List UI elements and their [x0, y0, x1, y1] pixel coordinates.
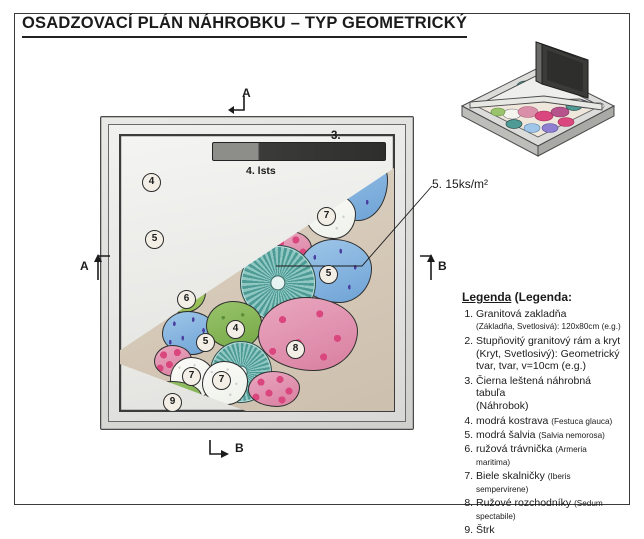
planting-bed: 4 5 7 5 6 4 5 8 7 7 9 4. lsts — [119, 134, 395, 412]
marker-4-mid: 4 — [226, 320, 245, 339]
section-marker-a-top-arrow — [228, 96, 245, 114]
marker-8: 8 — [286, 340, 305, 359]
marker-7-bottom-a: 7 — [182, 367, 201, 386]
legend-item-detail: (Sedum spectabile) — [476, 499, 603, 522]
plant-group-sedum-large — [258, 297, 358, 371]
legend-title-rest: (Legenda: — [511, 290, 573, 304]
iso-cover-wedge — [469, 74, 603, 111]
legend-item-detail: (Kryt, Svetlosivý): Geometrický tvar, tv… — [476, 347, 620, 373]
legend-item-name: Granitová zakladňa — [476, 307, 567, 320]
section-marker-b-right-label: B — [438, 259, 447, 273]
legend: Legenda (Legenda: Granitová zakladňa (Zá… — [462, 290, 622, 539]
section-marker-b-right-arrow — [420, 254, 435, 280]
legend-item-name: Ružové rozchodníky — [476, 497, 572, 510]
iso-headstone — [535, 41, 589, 99]
legend-item: ružová trávnička (Armeria maritima) — [476, 443, 622, 469]
section-marker-b-bottom-arrow — [209, 440, 229, 458]
legend-item: modrá šalvia (Salvia nemorosa) — [476, 429, 622, 442]
legend-item-name: ružová trávnička — [476, 443, 553, 456]
legend-list: Granitová zakladňa (Základňa, Svetlosivá… — [462, 308, 622, 538]
callout-festuca-count: 4. lsts — [246, 165, 276, 177]
marker-5-low: 5 — [196, 333, 215, 352]
callout-tablet-number: 3. — [331, 130, 341, 142]
section-marker-a-left-label: A — [80, 259, 89, 273]
legend-item-detail: (Iberis sempervirene) — [476, 472, 571, 494]
section-marker-a-top-label: A — [242, 86, 251, 100]
legend-item-detail: (Základňa, Svetlosivá): 120x80cm (e.g.) — [476, 322, 621, 332]
legend-item-name: Štrk — [476, 524, 495, 537]
marker-6: 6 — [177, 290, 196, 309]
legend-item-name: Čierna leštená náhrobná tabuľa — [476, 374, 591, 400]
legend-item-name: modrá kostrava — [476, 414, 549, 427]
legend-item: Čierna leštená náhrobná tabuľa (Náhrobok… — [476, 375, 622, 413]
legend-item-name: modrá šalvia — [476, 428, 536, 441]
legend-item-detail: (Náhrobok) — [476, 400, 529, 413]
legend-item: Ružové rozchodníky (Sedum spectabile) — [476, 497, 622, 523]
legend-title-underlined: Legenda — [462, 290, 512, 304]
legend-item: Štrk — [476, 524, 622, 537]
legend-item: Granitová zakladňa (Základňa, Svetlosivá… — [476, 308, 622, 334]
legend-item-name: Biele skalničky — [476, 470, 545, 483]
legend-item: Stupňovitý granitový rám a kryt (Kryt, S… — [476, 335, 622, 373]
callout-planting-density: 5. 15ks/m² — [432, 177, 489, 191]
site-plan: 4 5 7 5 6 4 5 8 7 7 9 4. lsts 3. — [86, 98, 426, 443]
page-title: OSADZOVACÍ PLÁN NÁHROBKU – TYP GEOMETRIC… — [22, 14, 468, 38]
legend-title: Legenda (Legenda: — [462, 290, 572, 305]
legend-item: modrá kostrava (Festuca glauca) — [476, 415, 622, 428]
marker-7: 7 — [317, 207, 336, 226]
section-marker-b-bottom-label: B — [235, 441, 244, 455]
section-marker-a-left-arrow — [94, 254, 110, 280]
isometric-monument-view — [460, 41, 616, 157]
legend-item-detail: (Salvia nemorosa) — [538, 430, 605, 440]
legend-item-detail: (Festuca glauca) — [551, 416, 613, 426]
legend-item-detail: (Armeria maritima) — [476, 445, 587, 467]
plant-group-sedum-bottom — [248, 371, 300, 407]
leader-line-density — [276, 185, 433, 267]
marker-4: 4 — [142, 173, 161, 192]
marker-5: 5 — [145, 230, 164, 249]
legend-item: Biele skalničky (Iberis sempervirene) — [476, 470, 622, 496]
marker-7-bottom-b: 7 — [212, 371, 231, 390]
headstone-tablet — [212, 142, 386, 161]
marker-5-right: 5 — [319, 265, 338, 284]
legend-item-name: Stupňovitý granitový rám a kryt — [476, 334, 621, 347]
marker-9: 9 — [163, 393, 182, 411]
